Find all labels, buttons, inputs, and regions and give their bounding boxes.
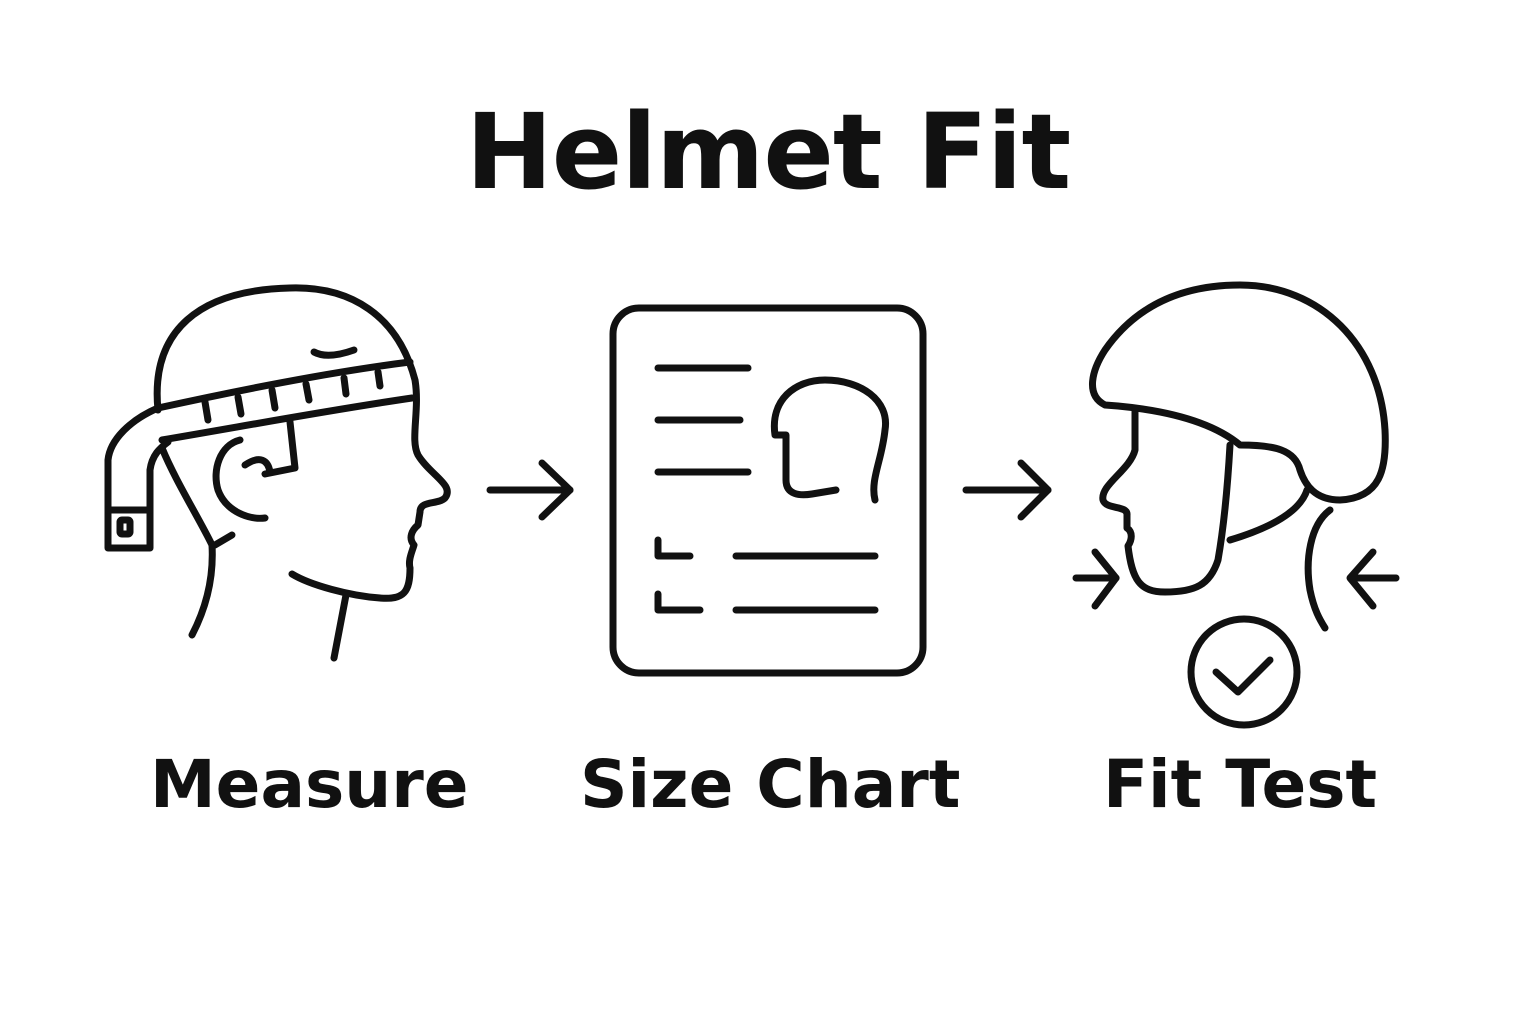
neck-back [1304, 506, 1334, 632]
helmet-on-head-icon [1072, 281, 1400, 729]
compression-arrow-right-icon [1346, 548, 1400, 610]
right-arrow-icon [962, 459, 1052, 521]
helmet-shell [1089, 281, 1389, 504]
neck-back [158, 444, 216, 639]
right-arrow-icon [486, 459, 574, 521]
chin-strap [1226, 486, 1311, 544]
face-profile [1099, 406, 1234, 596]
step-label-size-chart: Size Chart [580, 746, 961, 823]
jaw-line [211, 531, 236, 549]
ear [212, 436, 274, 522]
tape-end [104, 404, 172, 552]
diagram-title: Helmet Fit [465, 91, 1071, 213]
head-measuring-tape-icon [104, 284, 451, 662]
tape-bottom [158, 394, 416, 444]
step-label-measure: Measure [150, 746, 469, 823]
step-label-fit-test: Fit Test [1102, 746, 1378, 823]
check-circle-icon [1187, 615, 1301, 729]
size-chart-document-icon [609, 304, 927, 677]
neck-front [330, 591, 350, 662]
chart-head-silhouette [770, 376, 890, 504]
compression-arrow-left-icon [1072, 548, 1120, 610]
head-outline [153, 284, 451, 602]
tape-top [154, 358, 414, 412]
document-frame [609, 304, 927, 677]
